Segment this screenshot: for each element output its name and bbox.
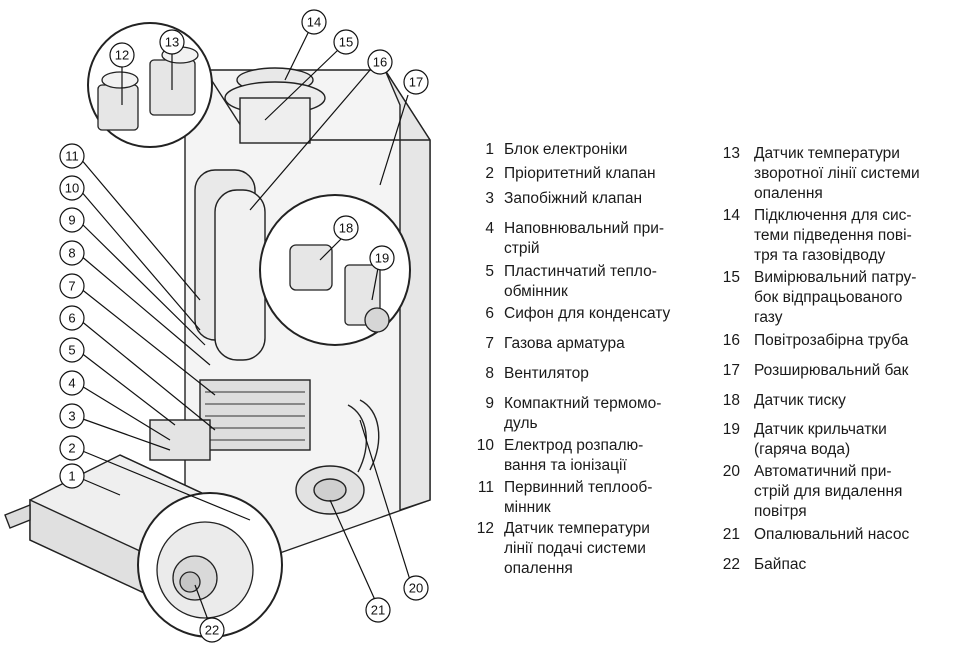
- svg-text:13: 13: [165, 35, 179, 50]
- callout-6: 6: [59, 305, 85, 331]
- legend-number: 18: [722, 392, 740, 409]
- legend-number: 17: [722, 362, 740, 379]
- callout-7: 7: [59, 273, 85, 299]
- legend-number: 9: [485, 395, 494, 412]
- callout-11: 11: [59, 143, 85, 169]
- legend-label: Датчик тиску: [754, 392, 846, 409]
- legend-label: Газова арматура: [504, 335, 625, 352]
- legend-number: 12: [476, 520, 494, 537]
- svg-text:10: 10: [65, 181, 79, 196]
- svg-text:7: 7: [68, 279, 75, 294]
- legend-label: Вимірювальний патру- бок відпрацьованого…: [754, 269, 917, 326]
- boiler-body-drawing: [4, 67, 431, 607]
- callout-12: 12: [109, 42, 135, 68]
- callout-20: 20: [403, 575, 429, 601]
- legend-number: 2: [485, 165, 494, 182]
- callout-15: 15: [333, 29, 359, 55]
- legend-label: Запобіжний клапан: [504, 190, 643, 207]
- legend-label: Пріоритетний клапан: [504, 165, 656, 182]
- callout-21: 21: [365, 597, 391, 623]
- legend-number: 4: [485, 220, 494, 237]
- legend-label: Первинний теплооб- мінник: [504, 479, 653, 516]
- svg-text:21: 21: [371, 603, 385, 618]
- callout-5: 5: [59, 337, 85, 363]
- legend-number: 3: [485, 190, 494, 207]
- legend-number: 19: [722, 421, 740, 438]
- legend-number: 14: [722, 207, 740, 224]
- callout-8: 8: [59, 240, 85, 266]
- svg-text:11: 11: [65, 149, 79, 164]
- legend-label: Вентилятор: [504, 365, 589, 382]
- legend-label: Байпас: [754, 556, 807, 573]
- legend-label: Підключення для сис- теми підведення пов…: [754, 207, 912, 264]
- svg-text:19: 19: [375, 251, 389, 266]
- boiler-exploded-figure: 11 10 9 8 7 6 5 4 3 2 1 12 13 14 15 16 1…: [4, 9, 431, 643]
- svg-text:15: 15: [339, 35, 353, 50]
- legend-number: 13: [722, 145, 740, 162]
- svg-text:12: 12: [115, 48, 129, 63]
- legend-label: Блок електроніки: [504, 141, 628, 158]
- svg-text:5: 5: [68, 343, 75, 358]
- legend-label: Наповнювальний при- стрій: [504, 220, 665, 257]
- svg-text:3: 3: [68, 409, 75, 424]
- legend-label: Опалювальний насос: [754, 526, 910, 543]
- legend-label: Пластинчатий тепло- обмінник: [504, 263, 657, 300]
- legend-number: 15: [722, 269, 740, 286]
- svg-text:16: 16: [373, 55, 387, 70]
- legend-label: Електрод розпалю- вання та іонізації: [504, 437, 644, 474]
- svg-text:2: 2: [68, 441, 75, 456]
- callout-1: 1: [59, 463, 85, 489]
- legend-number: 16: [722, 332, 740, 349]
- svg-text:9: 9: [68, 213, 75, 228]
- legend-number: 20: [722, 463, 740, 480]
- callouts: 11 10 9 8 7 6 5 4 3 2 1 12 13 14 15 16 1…: [59, 9, 429, 643]
- svg-text:6: 6: [68, 311, 75, 326]
- callout-4: 4: [59, 370, 85, 396]
- legend-number: 7: [485, 335, 494, 352]
- svg-text:17: 17: [409, 75, 423, 90]
- leader-lines: [79, 32, 411, 621]
- svg-text:8: 8: [68, 246, 75, 261]
- zoom-circle-top-left: [87, 22, 213, 148]
- callout-16: 16: [367, 49, 393, 75]
- callout-9: 9: [59, 207, 85, 233]
- callout-22: 22: [199, 617, 225, 643]
- callout-2: 2: [59, 435, 85, 461]
- legend-label: Датчик температури лінії подачі системи …: [504, 520, 650, 577]
- svg-text:4: 4: [68, 376, 75, 391]
- legend-number: 22: [722, 556, 740, 573]
- svg-text:22: 22: [205, 623, 219, 638]
- callout-10: 10: [59, 175, 85, 201]
- legend-label: Датчик температури зворотної лінії систе…: [754, 145, 920, 202]
- legend-number: 5: [485, 263, 494, 280]
- svg-text:20: 20: [409, 581, 423, 596]
- callout-14: 14: [301, 9, 327, 35]
- legend-label: Розширювальний бак: [754, 362, 909, 379]
- legend-number: 1: [485, 141, 494, 158]
- callout-19: 19: [369, 245, 395, 271]
- legend-number: 8: [485, 365, 494, 382]
- callout-18: 18: [333, 215, 359, 241]
- legend-label: Автоматичний при- стрій для видалення по…: [754, 463, 903, 520]
- legend-label: Сифон для конденсату: [504, 305, 671, 322]
- zoom-circle-bottom: [137, 492, 283, 638]
- svg-text:18: 18: [339, 221, 353, 236]
- legend-label: Компактний термомо- дуль: [504, 395, 662, 432]
- callout-3: 3: [59, 403, 85, 429]
- zoom-circle-right: [259, 194, 411, 346]
- legend-label: Датчик крильчатки (гаряча вода): [754, 421, 887, 458]
- callout-17: 17: [403, 69, 429, 95]
- svg-text:14: 14: [307, 15, 321, 30]
- callout-13: 13: [159, 29, 185, 55]
- legend-number: 21: [722, 526, 740, 543]
- svg-text:1: 1: [68, 469, 75, 484]
- legend-number: 10: [476, 437, 494, 454]
- legend-number: 6: [485, 305, 494, 322]
- legend-label: Повітрозабірна труба: [754, 332, 909, 349]
- legend-number: 11: [477, 479, 494, 496]
